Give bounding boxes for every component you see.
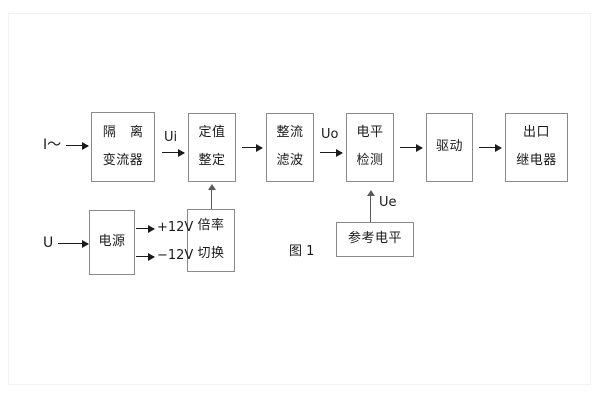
block-drive-line1: 驱动 bbox=[435, 139, 463, 155]
block-drive[interactable]: 驱动 bbox=[426, 113, 473, 182]
block-rectify-filter-line1: 整流 bbox=[276, 125, 304, 141]
block-isolation-transformer-line2: 变流器 bbox=[102, 152, 144, 168]
block-ratio-switch[interactable]: 倍率 切换 bbox=[187, 209, 235, 272]
block-level-detect[interactable]: 电平 检测 bbox=[346, 113, 394, 182]
block-output-relay-line2: 继电器 bbox=[516, 153, 557, 168]
block-level-detect-line2: 检测 bbox=[356, 153, 384, 168]
arrow-ratio-switch-to-setting bbox=[207, 184, 216, 209]
block-level-detect-line1: 电平 bbox=[356, 125, 384, 141]
signal-ui-label: Ui bbox=[164, 130, 178, 145]
figure-caption: 图 1 bbox=[289, 244, 315, 259]
arrow-drive-to-output-relay bbox=[479, 143, 502, 152]
current-input-label: I～ bbox=[43, 137, 62, 153]
arrow-negative-rail bbox=[136, 252, 155, 261]
block-ratio-switch-line2: 切换 bbox=[197, 246, 225, 261]
signal-uo-label: Uo bbox=[321, 127, 339, 142]
signal-ue-label: Ue bbox=[379, 195, 397, 210]
block-reference-level-line1: 参考电平 bbox=[347, 231, 402, 247]
arrow-level-detect-to-drive bbox=[400, 143, 423, 152]
positive-rail-label: +12V bbox=[157, 220, 194, 235]
block-output-relay-line1: 出口 bbox=[522, 125, 550, 141]
voltage-input-label: U bbox=[43, 235, 54, 251]
current-input-arrow bbox=[66, 141, 89, 150]
arrow-isolation-to-setting bbox=[162, 148, 185, 157]
arrow-rectify-to-level-detect bbox=[320, 148, 343, 157]
arrow-reference-to-level-detect bbox=[366, 190, 375, 222]
arrow-setting-to-rectify bbox=[242, 143, 263, 152]
block-rectify-filter-line2: 滤波 bbox=[276, 153, 304, 168]
block-reference-level[interactable]: 参考电平 bbox=[336, 222, 414, 257]
arrow-positive-rail bbox=[136, 224, 155, 233]
figure-frame bbox=[8, 13, 591, 385]
block-isolation-transformer-line1: 隔 离 bbox=[102, 124, 149, 140]
negative-rail-label: −12V bbox=[157, 248, 194, 263]
block-isolation-transformer[interactable]: 隔 离 变流器 bbox=[91, 112, 155, 182]
block-output-relay[interactable]: 出口 继电器 bbox=[505, 113, 568, 182]
block-setting-adjust-line1: 定值 bbox=[198, 125, 226, 141]
block-power-supply-line1: 电源 bbox=[98, 234, 126, 250]
voltage-input-arrow bbox=[58, 239, 89, 248]
block-setting-adjust[interactable]: 定值 整定 bbox=[188, 113, 236, 182]
block-power-supply[interactable]: 电源 bbox=[89, 210, 135, 275]
block-rectify-filter[interactable]: 整流 滤波 bbox=[266, 113, 314, 182]
block-ratio-switch-line1: 倍率 bbox=[197, 218, 225, 234]
block-setting-adjust-line2: 整定 bbox=[198, 153, 226, 168]
